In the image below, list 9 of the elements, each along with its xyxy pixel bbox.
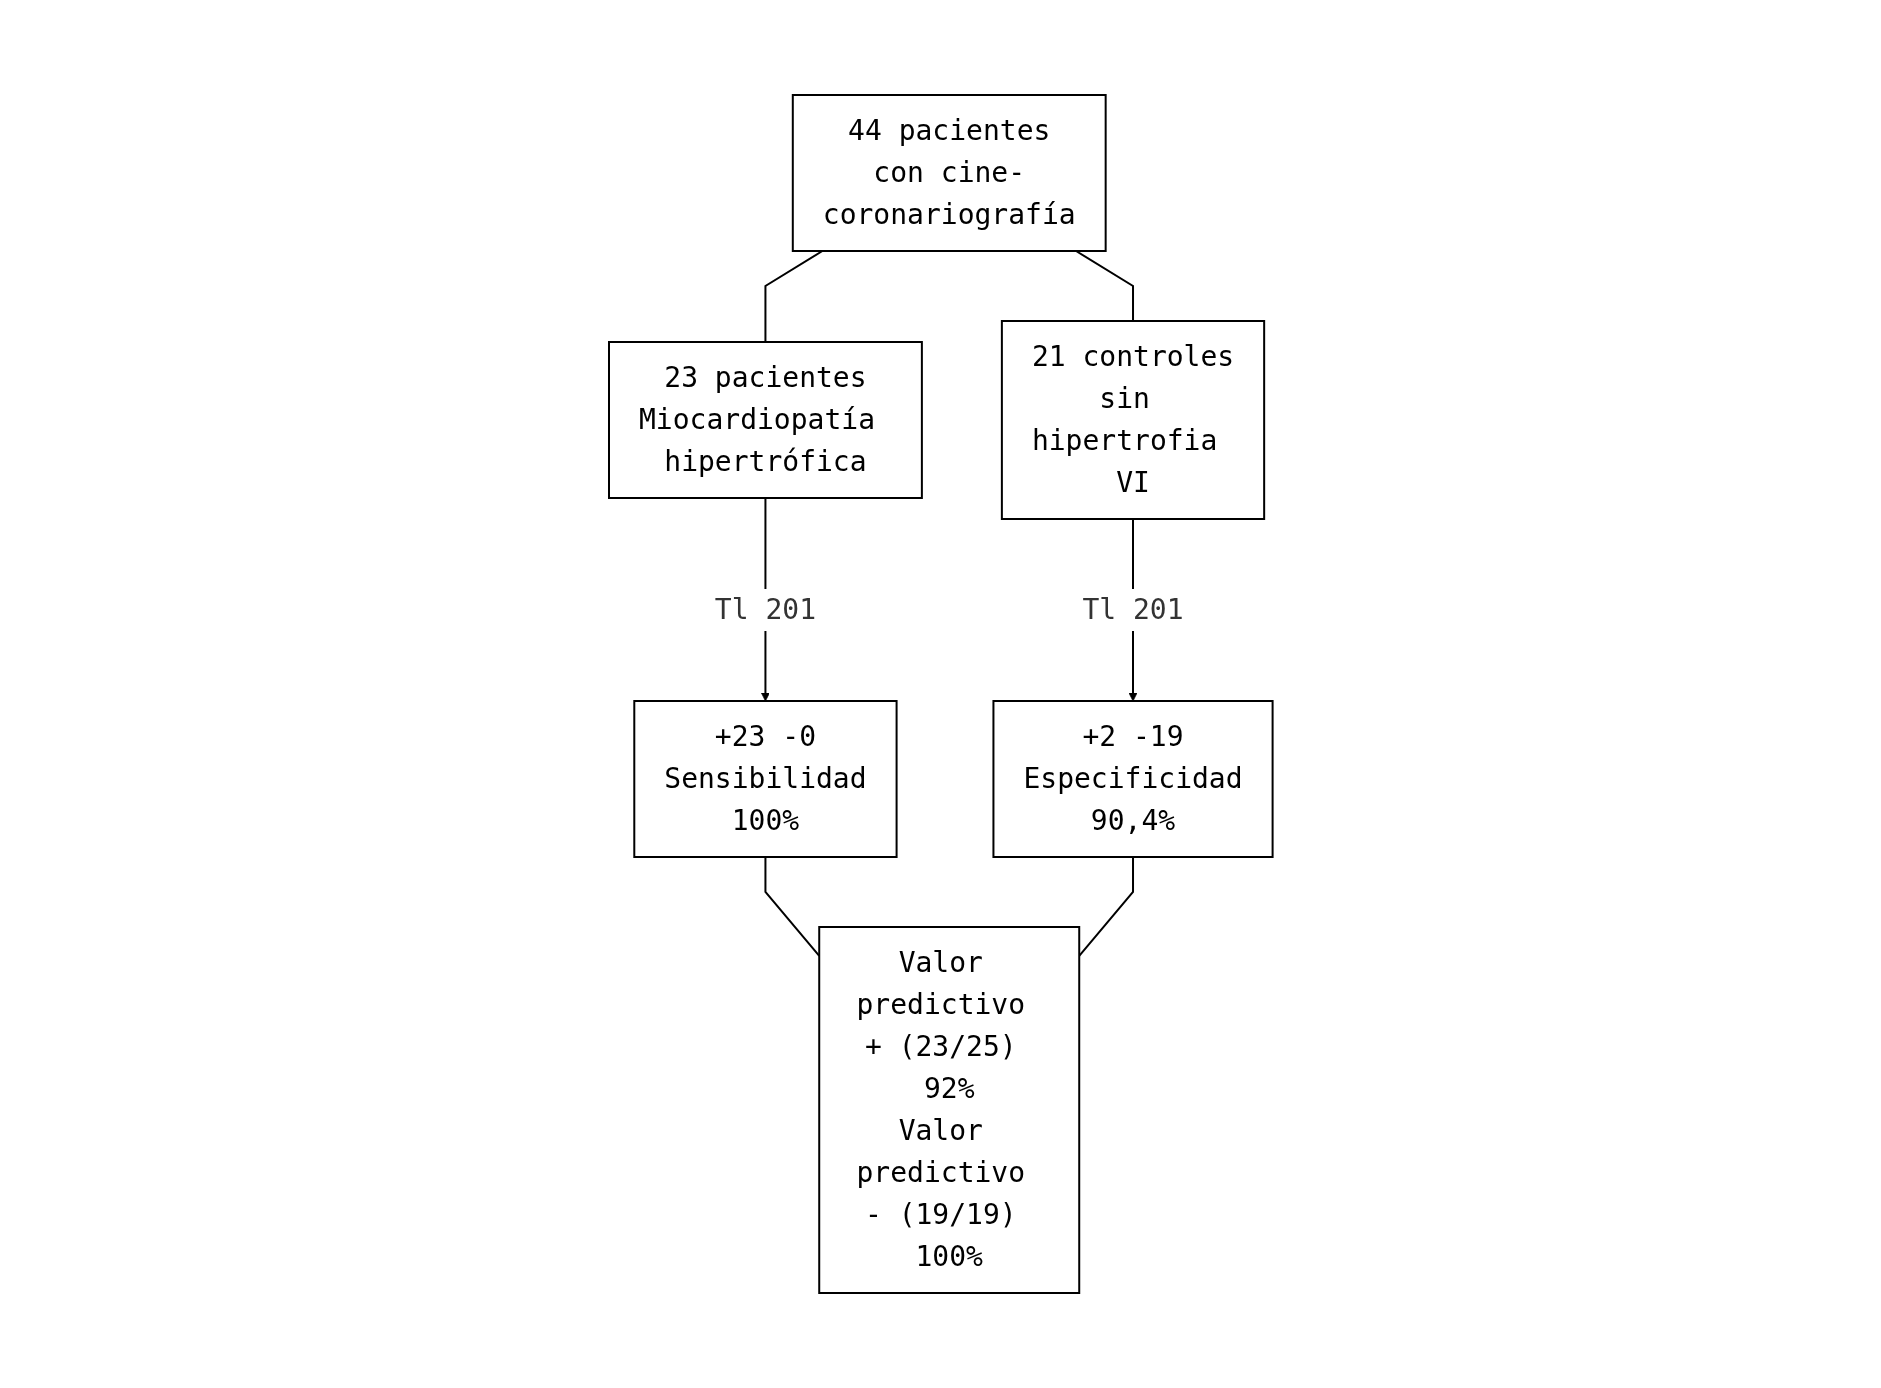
node-box: 44 pacientes con cine-coronariografía (791, 94, 1107, 252)
node-box: 23 pacientes Miocardiopatía hipertrófica (607, 341, 923, 499)
edge-label: Tl 201 (714, 593, 816, 626)
connector (1074, 250, 1134, 322)
node-box: 21 controles sin hipertrofia VI (1000, 320, 1265, 520)
node-box: Valor predictivo + (23/25) 92% Valor predictivo - (19/19) 100% (817, 926, 1080, 1294)
edge-label: Tl 201 (1082, 593, 1184, 626)
node-box: +2 -19 Especificidad 90,4% (992, 700, 1274, 858)
node-box: +23 -0 Sensibilidad 100% (633, 700, 898, 858)
